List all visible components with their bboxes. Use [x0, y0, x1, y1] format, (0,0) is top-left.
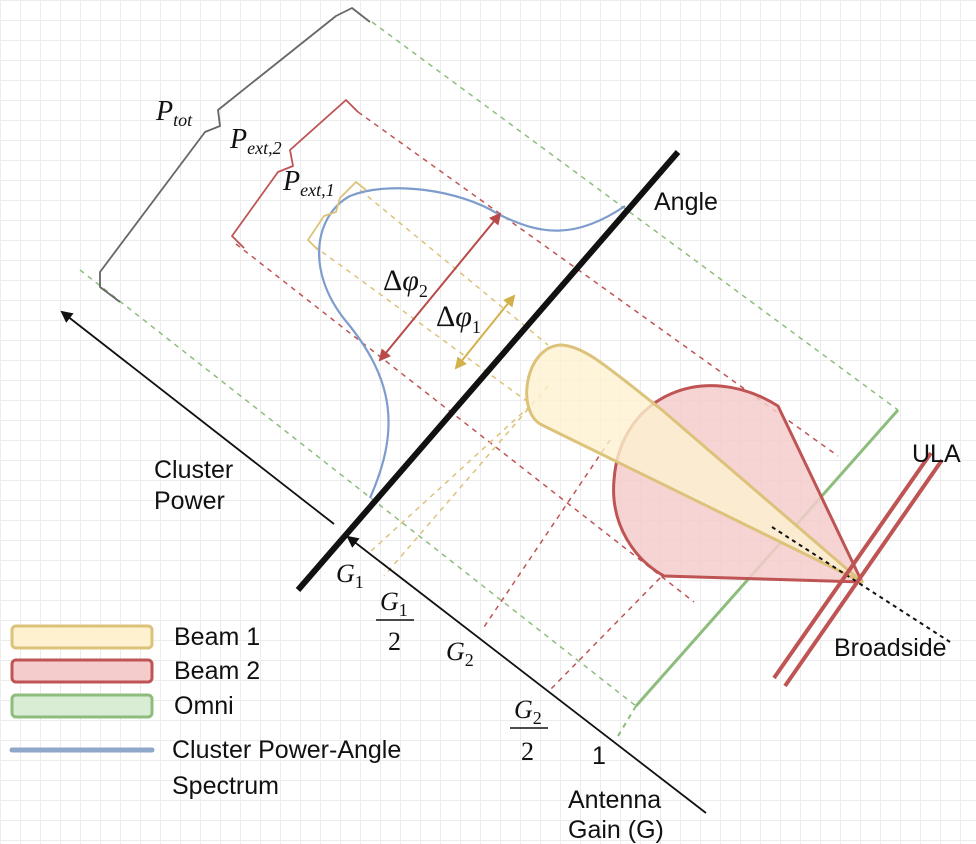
legend-label-spectrum-1: Cluster Power-Angle	[172, 736, 401, 764]
brace-p-tot	[99, 7, 371, 303]
g2-projection	[481, 439, 611, 631]
ula-label: ULA	[912, 440, 961, 468]
svg-text:2: 2	[388, 627, 401, 656]
gain-one-label: 1	[592, 742, 606, 770]
ula-array	[772, 451, 944, 688]
legend-label-omni: Omni	[174, 692, 234, 720]
delta-phi1-label: Δφ1	[436, 300, 481, 337]
cluster-power-axis	[60, 310, 335, 525]
legend-label-beam2: Beam 2	[174, 657, 260, 685]
g2-half-label: G2 2	[510, 695, 548, 766]
legend-swatch-beam2	[10, 658, 154, 684]
g1-half-label: G1 2	[376, 587, 414, 656]
legend: Beam 1 Beam 2 Omni Cluster Power-Angle S…	[9, 623, 401, 800]
g2-label: G2	[446, 637, 474, 670]
g2-half-projection	[549, 577, 661, 691]
p-ext2-label: Pext,2	[229, 124, 282, 158]
broadside-label: Broadside	[834, 634, 947, 662]
svg-text:G2: G2	[514, 695, 542, 728]
p-tot-label: Ptot	[155, 96, 193, 130]
cluster-power-label-1: Cluster	[154, 456, 233, 484]
brace-p-ext1	[307, 181, 367, 251]
cluster-power-label-2: Power	[154, 487, 225, 515]
angle-label: Angle	[654, 188, 718, 216]
broadside-line	[771, 526, 951, 643]
beam1-projection-bottom	[313, 245, 529, 403]
legend-label-beam1: Beam 1	[174, 623, 260, 651]
antenna-gain-label-1: Antenna	[568, 786, 661, 814]
g1-label: G1	[336, 559, 364, 592]
antenna-gain-label-2: Gain (G)	[568, 816, 664, 844]
delta-phi1-arrow	[454, 294, 516, 370]
svg-text:G1: G1	[380, 587, 408, 620]
legend-swatch-beam1	[10, 624, 154, 650]
power-angle-spectrum-curve	[318, 187, 626, 499]
projection-lines	[79, 21, 899, 707]
omni-pattern-tail	[617, 705, 637, 737]
p-ext1-label: Pext,1	[282, 166, 335, 200]
g1-projection	[369, 405, 531, 553]
delta-phi2-label: Δφ2	[383, 264, 428, 301]
omni-projection-bottom	[79, 269, 637, 707]
svg-text:2: 2	[521, 737, 534, 766]
legend-label-spectrum-2: Spectrum	[172, 772, 279, 800]
g1-half-projection	[383, 385, 549, 577]
angle-axis	[295, 150, 681, 592]
beam1-pattern	[525, 343, 864, 584]
legend-swatch-omni	[10, 693, 154, 719]
brace-p-ext2	[231, 99, 359, 249]
antenna-gain-axis	[346, 535, 707, 814]
beam2-projection-bottom	[235, 243, 695, 603]
omni-projection-top	[371, 21, 899, 411]
delta-phi2-arrow	[378, 212, 502, 362]
